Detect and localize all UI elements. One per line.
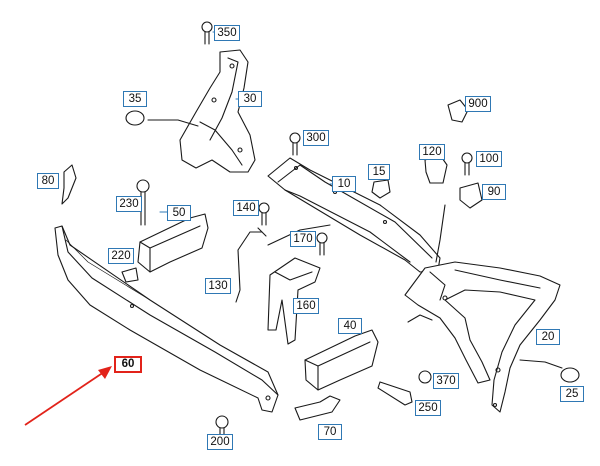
part-50-bracket: [137, 213, 209, 273]
part-350-bolt: [201, 21, 213, 45]
part-35-grommet: [125, 110, 145, 126]
part-900-clip: [447, 99, 469, 123]
callout-160[interactable]: 160: [293, 298, 319, 314]
callout-30[interactable]: 30: [238, 91, 262, 107]
part-250-bolt: [377, 381, 413, 406]
callout-370[interactable]: 370: [433, 373, 459, 389]
callout-10[interactable]: 10: [332, 176, 356, 192]
callout-90[interactable]: 90: [482, 184, 506, 200]
part-370-nut: [418, 370, 432, 384]
part-220-clip: [121, 267, 139, 283]
highlight-arrow: [24, 366, 112, 426]
callout-220[interactable]: 220: [108, 248, 134, 264]
part-80-sensor: [61, 164, 77, 205]
part-100-bolt: [461, 152, 473, 176]
callout-80[interactable]: 80: [37, 173, 59, 189]
callout-900[interactable]: 900: [465, 96, 491, 112]
part-60-bumper-beam: [54, 225, 279, 413]
part-40-bracket: [304, 329, 379, 391]
callout-40[interactable]: 40: [338, 318, 362, 334]
callout-350[interactable]: 350: [214, 25, 240, 41]
callout-300[interactable]: 300: [303, 130, 329, 146]
callout-130[interactable]: 130: [205, 278, 231, 294]
part-30-bracket: [179, 49, 256, 173]
callout-50[interactable]: 50: [167, 205, 191, 221]
part-200-bolt: [215, 415, 229, 437]
part-70-bracket: [294, 395, 341, 421]
callout-120[interactable]: 120: [419, 144, 445, 160]
callout-170[interactable]: 170: [290, 231, 316, 247]
part-300-bolt: [289, 132, 301, 156]
part-90-clip: [459, 182, 483, 209]
callout-60-highlighted[interactable]: 60: [114, 356, 142, 373]
part-15-clip: [371, 179, 391, 199]
callout-230[interactable]: 230: [116, 196, 142, 212]
callout-35[interactable]: 35: [123, 91, 147, 107]
callout-25[interactable]: 25: [560, 386, 584, 402]
callout-70[interactable]: 70: [318, 424, 342, 440]
part-25-grommet: [560, 367, 580, 383]
part-130-rod: [235, 227, 267, 303]
part-20-lower-frame: [404, 261, 561, 413]
callout-200[interactable]: 200: [207, 434, 233, 450]
callout-140[interactable]: 140: [233, 200, 259, 216]
part-170-bolt: [316, 232, 328, 256]
callout-250[interactable]: 250: [415, 400, 441, 416]
callout-100[interactable]: 100: [476, 151, 502, 167]
callout-15[interactable]: 15: [368, 164, 390, 180]
callout-20[interactable]: 20: [536, 329, 560, 345]
part-140-bolt: [258, 202, 270, 226]
